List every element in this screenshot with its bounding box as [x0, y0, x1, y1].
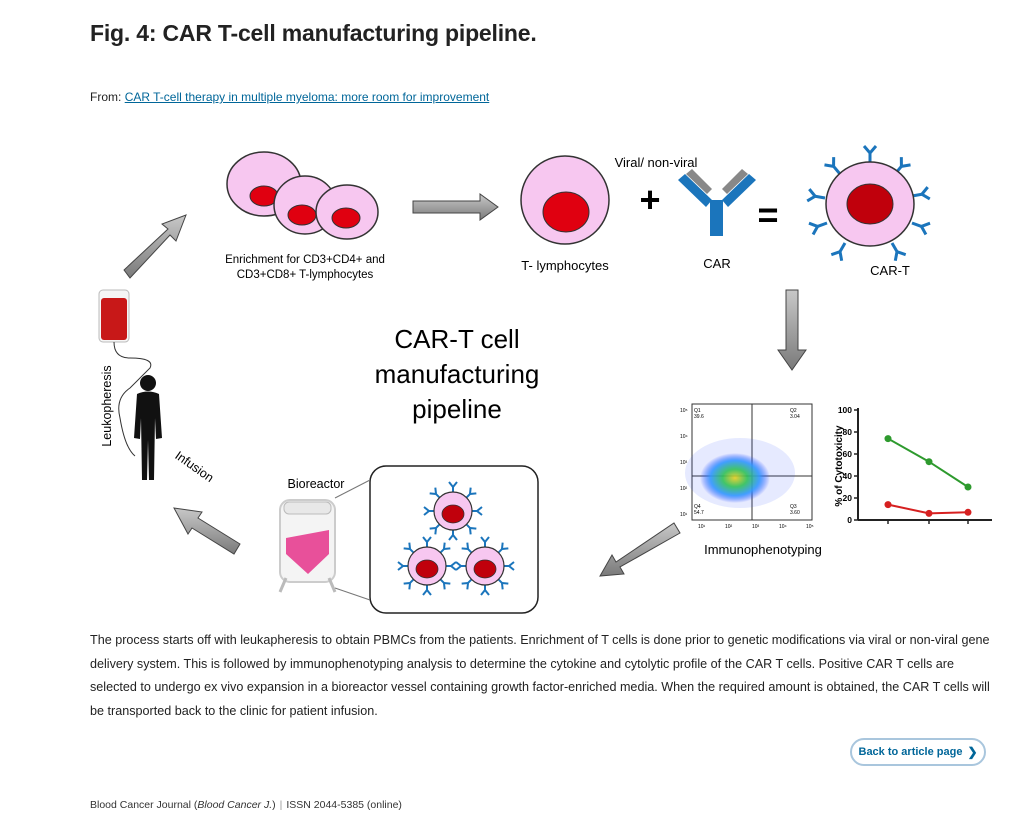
cyto-green-series-point: [884, 435, 892, 443]
flow-q4: Q4: [694, 504, 701, 510]
infusion-label: Infusion: [172, 448, 216, 485]
flow-xtick: 10⁵: [806, 524, 814, 530]
flow-ytick: 10³: [680, 460, 688, 466]
cyto-ytick-label: 60: [843, 449, 853, 459]
center-title-3: pipeline: [412, 394, 502, 424]
cyto-green-series-point: [925, 458, 933, 466]
footer-issn: ISSN 2044-5385 (online): [286, 799, 402, 811]
cyto-ytick-label: 80: [843, 427, 853, 437]
figure: Enrichment for CD3+CD4+ and CD3+CD8+ T-l…: [80, 118, 1010, 628]
flow-q4-val: 54.7: [694, 510, 704, 516]
patient-silhouette-icon: [134, 375, 162, 480]
car-receptor-icon: [678, 169, 756, 236]
car-label: CAR: [703, 256, 730, 271]
flow-ytick: 10¹: [680, 512, 688, 518]
center-title-1: CAR-T cell: [394, 324, 519, 354]
flow-xtick: 10³: [752, 524, 760, 530]
flow-cytometry-plot: Q1 39.6 Q2 3.04 Q3 3.60 Q4 54.7 10⁵ 10⁴ 10…: [680, 403, 814, 530]
page-title: Fig. 4: CAR T-cell manufacturing pipelin…: [90, 20, 537, 46]
cyto-ytick-label: 20: [843, 493, 853, 503]
back-to-article-button[interactable]: Back to article page ❯: [850, 738, 986, 766]
viral-label: Viral/ non-viral: [615, 155, 698, 170]
flow-xtick: 10⁴: [779, 524, 787, 530]
flow-ytick: 10⁴: [680, 434, 688, 440]
enrichment-label-1: Enrichment for CD3+CD4+ and: [225, 254, 385, 266]
article-link[interactable]: CAR T-cell therapy in multiple myeloma: …: [124, 90, 490, 104]
figure-caption: The process starts off with leukapheresi…: [90, 633, 990, 718]
source-line: From: CAR T-cell therapy in multiple mye…: [90, 90, 489, 104]
cart-label: CAR-T: [870, 263, 910, 278]
flow-q3-val: 3.60: [790, 510, 800, 516]
t-lymphocyte: [520, 155, 610, 245]
cyto-ytick-label: 100: [838, 405, 852, 415]
back-button-label: Back to article page: [858, 746, 963, 758]
center-title-2: manufacturing: [375, 359, 540, 389]
plus-sign: +: [639, 179, 660, 220]
arrow-down-left-icon: [599, 522, 681, 577]
footer-separator: |: [279, 799, 283, 811]
footer-journal: Blood Cancer Journal: [90, 799, 191, 811]
equals-sign: =: [757, 194, 778, 235]
flow-xtick: 10¹: [698, 524, 706, 530]
flow-q1-val: 39.6: [694, 414, 704, 420]
arrow-up-left-icon: [173, 507, 241, 555]
footer: Blood Cancer Journal (Blood Cancer J.)|I…: [90, 799, 402, 811]
cytotoxicity-chart: % of Cytotoxicity 100 80 60 40 20 0: [834, 405, 992, 525]
cyto-red-series-point: [964, 508, 972, 516]
flow-q3: Q3: [790, 504, 797, 510]
cyto-ylabel: % of Cytotoxicity: [834, 425, 845, 507]
flow-q2-val: 3.04: [790, 414, 800, 420]
footer-journal-abbrev: Blood Cancer J.: [197, 799, 273, 811]
car-t-cell: [805, 144, 932, 263]
bioreactor-vessel-icon: [278, 499, 337, 593]
arrow-down-icon: [777, 289, 807, 371]
arrow-right-icon: [412, 193, 499, 221]
flow-ytick: 10⁵: [680, 408, 688, 414]
tcell-label: T- lymphocytes: [521, 258, 609, 273]
enrichment-label-2: CD3+CD8+ T-lymphocytes: [237, 269, 374, 281]
arrow-up-right-icon: [123, 214, 187, 279]
blood-bag-icon: [98, 289, 152, 457]
enrichment-cells: [226, 151, 379, 240]
flow-q1: Q1: [694, 408, 701, 414]
cyto-red-series-point: [925, 509, 933, 517]
cyto-ytick-label: 40: [843, 471, 853, 481]
pipeline-diagram: Enrichment for CD3+CD4+ and CD3+CD8+ T-l…: [98, 144, 992, 614]
immuno-label: Immunophenotyping: [704, 542, 822, 557]
cyto-red-series-point: [884, 501, 892, 509]
cyto-ytick-label: 0: [847, 515, 852, 525]
expanded-car-t-cells: [397, 481, 515, 596]
leukopheresis-label: Leukopheresis: [100, 365, 114, 446]
bioreactor-label: Bioreactor: [288, 477, 345, 491]
flow-ytick: 10²: [680, 486, 688, 492]
flow-xtick: 10²: [725, 524, 733, 530]
flow-q2: Q2: [790, 408, 797, 414]
from-label: From:: [90, 90, 122, 104]
chevron-right-icon: ❯: [967, 745, 978, 759]
cyto-green-series-point: [964, 483, 972, 491]
